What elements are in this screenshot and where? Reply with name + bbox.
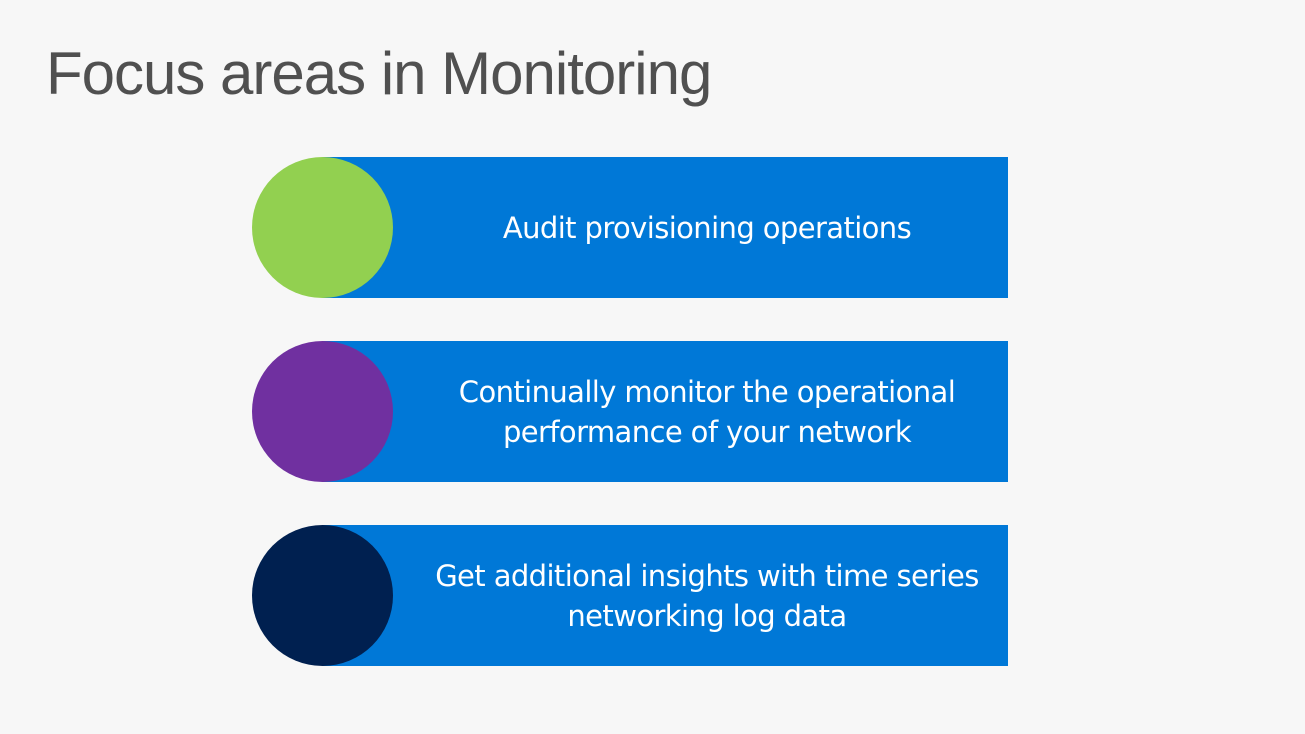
purple-circle-marker <box>252 341 393 482</box>
focus-area-bar: Audit provisioning operations <box>322 157 1008 298</box>
focus-area-text: Audit provisioning operations <box>502 210 912 245</box>
slide-title: Focus areas in Monitoring <box>46 40 712 107</box>
focus-area-item-audit: Audit provisioning operations <box>252 157 1008 298</box>
focus-area-item-insights: Get additional insights with time series… <box>252 525 1008 666</box>
green-circle-marker <box>252 157 393 298</box>
focus-area-text: Get additional insights with time series… <box>435 558 979 633</box>
focus-area-text: Continually monitor the operational perf… <box>458 374 956 449</box>
focus-area-bar: Continually monitor the operational perf… <box>322 341 1008 482</box>
navy-circle-marker <box>252 525 393 666</box>
focus-area-item-monitor: Continually monitor the operational perf… <box>252 341 1008 482</box>
focus-area-bar: Get additional insights with time series… <box>322 525 1008 666</box>
